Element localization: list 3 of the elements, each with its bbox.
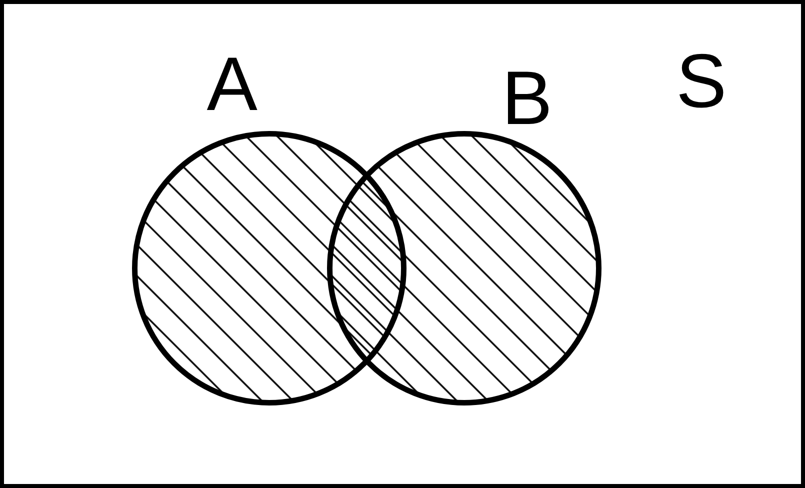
- set-label: S: [676, 44, 727, 120]
- set-label: A: [206, 46, 258, 123]
- set-label: B: [502, 60, 552, 137]
